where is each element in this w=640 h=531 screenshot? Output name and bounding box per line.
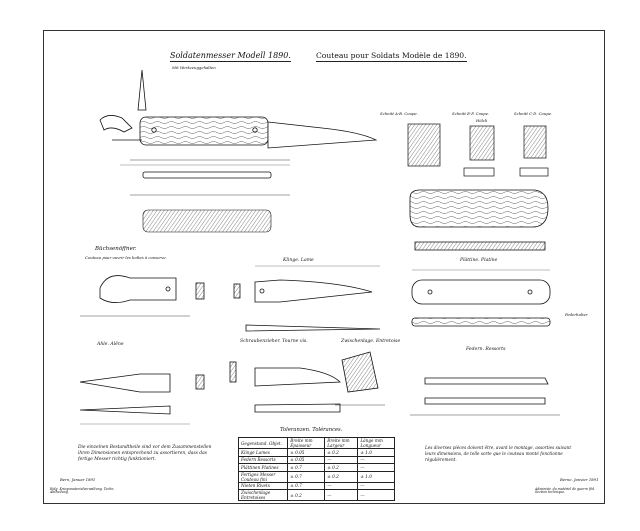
table-row: Federn Ressorts± 0.05—— bbox=[237, 455, 395, 464]
tolerance-header: Breite mm Épaisseur bbox=[287, 437, 326, 449]
table-cell: ± 0.2 bbox=[324, 448, 359, 457]
tolerance-header: Gegenstand. Objet. bbox=[237, 437, 289, 449]
table-cell: ± 0.05 bbox=[287, 448, 326, 457]
spacer-label: Zwischenlage. Entretoise bbox=[341, 339, 401, 344]
table-cell: — bbox=[357, 489, 395, 501]
table-cell: ± 0.2 bbox=[287, 489, 326, 501]
table-cell: ± 0.2 bbox=[324, 470, 359, 483]
scales-drawing bbox=[411, 279, 551, 327]
tolerance-header: Breite mm Largeur bbox=[324, 437, 359, 449]
awl-drawing bbox=[79, 373, 205, 415]
table-cell: — bbox=[357, 463, 395, 472]
date-left: Bern, Januar 1891 bbox=[60, 477, 96, 482]
title-french: Couteau pour Soldats Modèle de 1890. bbox=[316, 51, 467, 62]
table-cell: Fertiges Messer Couteau fini bbox=[237, 470, 289, 483]
table-row: Plättinen Platines± 0.7± 0.2— bbox=[237, 463, 395, 472]
table-cell: ± 1.0 bbox=[357, 470, 395, 483]
scales-label: Plättine. Platine bbox=[460, 258, 498, 263]
dimension-lines bbox=[80, 164, 550, 425]
title-german: Soldatenmesser Modell 1890. bbox=[170, 51, 291, 62]
section-ab-label: Schnitt A-B. Coupe. bbox=[380, 111, 418, 116]
spring-holder-label: Federhalter bbox=[565, 312, 588, 317]
table-cell: Nieten Rivets bbox=[237, 481, 289, 490]
section-ef-label: Schnitt E-F. Coupe. bbox=[452, 111, 490, 116]
signature-left: Eidg. Kriegsmaterialverwaltung. Techn. A… bbox=[50, 487, 115, 495]
closed-knife-views bbox=[409, 189, 549, 251]
tolerance-header-row: Gegenstand. Objet. Breite mm Épaisseur B… bbox=[237, 437, 395, 449]
table-cell: ± 1.0 bbox=[357, 448, 395, 457]
table-cell: — bbox=[324, 455, 359, 464]
table-row: Zwischenlage Entretoises± 0.2—— bbox=[237, 489, 395, 501]
date-right: Berne, Janvier 1891 bbox=[560, 477, 599, 482]
spacer-drawing bbox=[335, 351, 385, 406]
table-cell: ± 0.7 bbox=[287, 463, 326, 472]
drawing-frame bbox=[43, 30, 605, 504]
main-knife-drawing bbox=[99, 69, 378, 233]
springs-label: Federn. Ressorts bbox=[466, 347, 506, 352]
screwdriver-label: Schraubenzieher. Tourne vis. bbox=[240, 339, 308, 344]
table-row: Fertiges Messer Couteau fini± 0.7± 0.2± … bbox=[237, 470, 395, 483]
table-row: Klinge Lames± 0.05± 0.2± 1.0 bbox=[237, 448, 395, 457]
main-view-label: Mit Werkzeuggehalten bbox=[172, 65, 216, 70]
table-cell: Plättinen Platines bbox=[237, 463, 289, 472]
table-cell: ± 0.7 bbox=[287, 481, 326, 490]
signature-right: Administr. du matériel de guerre féd. Se… bbox=[535, 487, 596, 495]
note-french: Les diverses pièces doivent être, avant … bbox=[425, 445, 572, 462]
awl-label: Ahle. Alêne bbox=[97, 342, 124, 347]
screwdriver-drawing bbox=[229, 361, 341, 413]
table-cell: — bbox=[357, 455, 395, 464]
blade-label: Klinge. Lame bbox=[283, 258, 314, 263]
can-opener-french-label: Couteau pour ouvrir les boîtes à conserv… bbox=[85, 255, 167, 260]
table-cell: Zwischenlage Entretoises bbox=[237, 489, 289, 501]
can-opener-drawing bbox=[80, 275, 205, 317]
table-cell: ± 0.05 bbox=[287, 455, 326, 464]
note-german: Die einzelnen Bestandtheile sind vor dem… bbox=[78, 445, 212, 463]
table-row: Nieten Rivets± 0.7—— bbox=[237, 481, 395, 490]
table-cell: — bbox=[324, 481, 359, 490]
table-cell: Federn Ressorts bbox=[237, 455, 289, 464]
section-cd-label: Schnitt C-D. Coupe. bbox=[514, 111, 553, 116]
table-cell: Klinge Lames bbox=[237, 448, 289, 457]
tolerance-table: Gegenstand. Objet. Breite mm Épaisseur B… bbox=[237, 437, 395, 501]
table-cell: — bbox=[324, 489, 359, 501]
table-cell: ± 0.7 bbox=[287, 470, 326, 483]
table-cell: — bbox=[357, 481, 395, 490]
table-cell: ± 0.2 bbox=[324, 463, 359, 472]
springs-drawing bbox=[410, 377, 560, 416]
cross-sections bbox=[407, 123, 549, 177]
can-opener-label: Büchsenöffner. bbox=[95, 246, 137, 252]
blade-drawing bbox=[233, 279, 381, 332]
hoelzli-label: Hölzli bbox=[476, 118, 488, 123]
tolerance-title: Toleranzen. Tolérances. bbox=[280, 427, 343, 433]
tolerance-header: Länge mm Longueur bbox=[357, 437, 395, 449]
